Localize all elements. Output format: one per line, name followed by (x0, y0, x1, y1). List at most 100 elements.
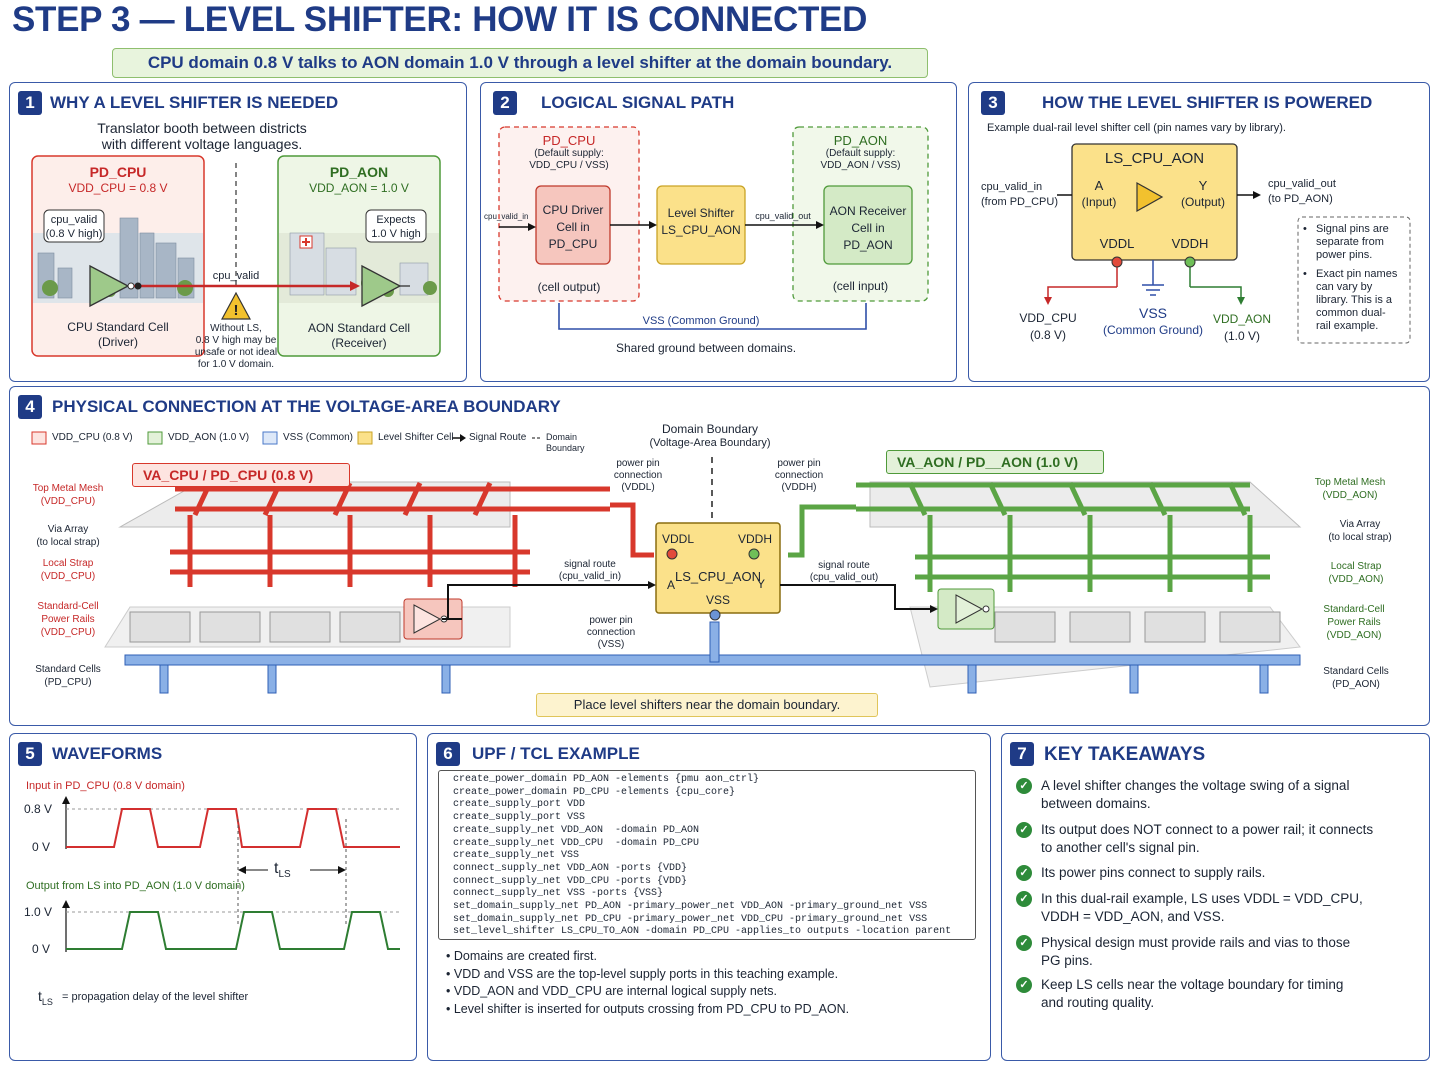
check-circle-icon: ✓ (1016, 778, 1032, 794)
panel4-drawing (31, 431, 1302, 694)
left-label: Standard-Cell (37, 601, 99, 612)
code-line: create_supply_net VDD_AON -domain PD_AON (453, 824, 700, 836)
aon-cell-label: AON Standard Cell (307, 321, 411, 335)
cpu-bubble-line: cpu_valid (50, 214, 98, 226)
note-line: rail example. (1316, 320, 1379, 332)
tls-footnote-symbol: tLS (38, 988, 53, 1007)
aon-bubble-line: Expects (376, 214, 416, 226)
pp-vddh-label: power pin (777, 458, 821, 469)
warning-text: 0.8 V high may be (195, 335, 277, 346)
vdd-aon-voltage: (1.0 V) (1223, 329, 1260, 343)
note-line: can vary by (1316, 281, 1373, 293)
note-line: power pins. (1316, 249, 1373, 261)
vss-label: VSS (1138, 305, 1167, 321)
takeaway-text: Its output does NOT connect to a power r… (1041, 822, 1374, 837)
code-line: set_domain_supply_net PD_AON -primary_po… (453, 901, 928, 913)
right-label: (VDD_AON) (1322, 490, 1378, 501)
panel-level-shifter-power: 3 HOW THE LEVEL SHIFTER IS POWERED Examp… (968, 82, 1430, 382)
pin-a: A (1094, 178, 1104, 193)
ls-vddl-pin: VDDL (662, 532, 695, 546)
pp-vss-label: (VSS) (597, 639, 625, 650)
receiver-label: AON Receiver (829, 204, 907, 218)
aon-domain-voltage: VDD_AON = 1.0 V (309, 181, 409, 195)
panel-logical-signal-path: 2 LOGICAL SIGNAL PATH PD_CPU (Default su… (480, 82, 957, 382)
svg-text:!: ! (234, 302, 239, 319)
bullet-dot: • (446, 984, 454, 998)
bullet-dot: • (446, 949, 454, 963)
cell-output-label: (cell output) (537, 280, 601, 294)
boundary-label: (Voltage-Area Boundary) (649, 437, 771, 449)
waveform-drawing (62, 796, 400, 952)
left-label: Power Rails (41, 614, 95, 625)
route-out-label: signal route (818, 560, 870, 571)
right-label: Standard Cells (1323, 666, 1389, 677)
cell-input-label: (cell input) (832, 279, 889, 293)
input-source: (from PD_CPU) (981, 196, 1059, 208)
left-label: Local Strap (42, 558, 94, 569)
panel-number: 7 (1010, 742, 1034, 766)
upf-bullet: • VDD and VSS are the top-level supply p… (446, 966, 849, 984)
ls-vddh-pin: VDDH (738, 532, 773, 546)
pp-vddl-label: power pin (616, 458, 660, 469)
warning-text: for 1.0 V domain. (197, 359, 275, 370)
right-label: (VDD_AON) (1328, 574, 1384, 585)
code-line: create_power_domain PD_AON -elements {pm… (453, 774, 760, 785)
takeaway-text: and routing quality. (1041, 995, 1155, 1010)
cpu-domain-voltage: VDD_CPU = 0.8 V (68, 181, 168, 195)
ls-a-pin: A (667, 578, 676, 592)
intro-line: Translator booth between districts (97, 120, 307, 136)
input-wave-label: Input in PD_CPU (0.8 V domain) (26, 780, 185, 792)
bullet-text: VDD and VSS are the top-level supply por… (453, 966, 839, 981)
vdd-aon-label: VDD_AON (1212, 312, 1271, 326)
upf-bullet: • Level shifter is inserted for outputs … (446, 1001, 849, 1019)
code-line: create_supply_port VDD (453, 799, 586, 811)
pp-vss-label: connection (586, 627, 636, 638)
cpu-supply: VDD_CPU / VSS) (529, 160, 609, 171)
panel-number: 1 (18, 91, 42, 115)
route-in-label: signal route (564, 559, 616, 570)
right-label: (to local strap) (1328, 532, 1392, 543)
note-line: separate from (1316, 236, 1384, 248)
right-label: (PD_AON) (1332, 679, 1380, 690)
panel-title: KEY TAKEAWAYS (1044, 744, 1206, 765)
left-label: (VDD_CPU) (40, 571, 96, 582)
aon-cell-label: (Receiver) (331, 336, 387, 350)
panel3-intro: Example dual-rail level shifter cell (pi… (987, 122, 1286, 134)
right-label: Top Metal Mesh (1314, 477, 1386, 488)
code-line: connect_supply_net VSS -ports {VSS} (453, 888, 664, 900)
pin-y-sub: (Output) (1180, 195, 1225, 209)
panel-number: 6 (436, 742, 460, 766)
code-line: connect_supply_net VDD_CPU -ports {VDD} (453, 875, 688, 887)
panel-title: LOGICAL SIGNAL PATH (541, 93, 735, 112)
legend-item: Signal Route (469, 432, 527, 443)
right-label: Via Array (1339, 519, 1381, 530)
panel-key-takeaways: 7 KEY TAKEAWAYS ✓A level shifter changes… (1001, 733, 1430, 1061)
check-circle-icon: ✓ (1016, 865, 1032, 881)
output-signal: cpu_valid_out (1268, 178, 1336, 190)
aon-supply: (Default supply: (825, 148, 896, 159)
takeaway-text: Keep LS cells near the voltage boundary … (1041, 977, 1344, 992)
legend-item: Domain Boundary (546, 432, 585, 453)
note-line: common dual- (1316, 307, 1386, 319)
pin-y: Y (1198, 178, 1208, 193)
vss-label: VSS (Common Ground) (631, 315, 771, 327)
receiver-label: PD_AON (843, 238, 893, 252)
wire-label: cpu_valid (212, 270, 260, 282)
panel-number: 5 (18, 742, 42, 766)
cpu-bubble-line: (0.8 V high) (45, 228, 103, 240)
pin-vddh: VDDH (1171, 236, 1209, 251)
page-title: STEP 3 — LEVEL SHIFTER: HOW IT IS CONNEC… (12, 0, 868, 39)
panel-title: WAVEFORMS (52, 744, 163, 763)
panel-why-level-shifter: 1 WHY A LEVEL SHIFTER IS NEEDED Translat… (9, 82, 467, 382)
check-circle-icon: ✓ (1016, 935, 1032, 951)
bullet-dot: • (446, 966, 454, 981)
output-low-label: 0 V (32, 942, 51, 956)
upf-notes: • Domains are created first.• VDD and VS… (446, 948, 849, 1018)
left-label: (to local strap) (36, 537, 100, 548)
panel-title: WHY A LEVEL SHIFTER IS NEEDED (50, 93, 339, 112)
pin-a-sub: (Input) (1081, 195, 1117, 209)
code-line: connect_supply_net VDD_AON -ports {VDD} (453, 862, 688, 874)
left-label: Standard Cells (35, 664, 101, 675)
boundary-label: Domain Boundary (661, 422, 759, 436)
vss-sub-label: (Common Ground) (1102, 323, 1204, 337)
